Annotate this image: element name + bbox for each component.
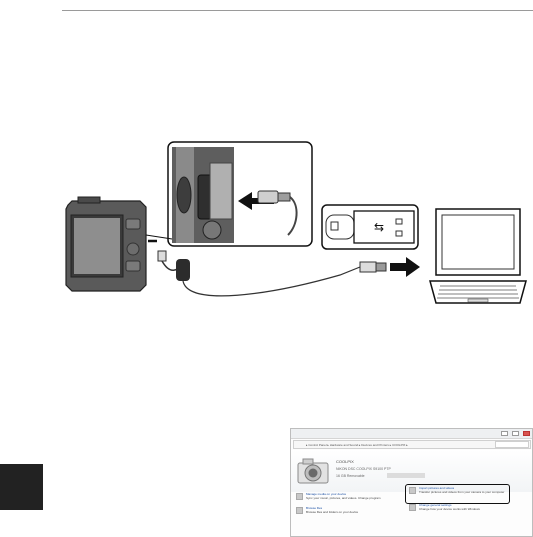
usb-symbol-icon: ⇆ [374, 220, 384, 234]
task-change-settings[interactable]: Change general settings Change how your … [419, 503, 480, 511]
camera-icon [65, 196, 147, 292]
section-tab [0, 464, 43, 510]
import-pictures-highlight [405, 484, 510, 504]
device-header [291, 450, 532, 492]
device-name: COOLPIX [336, 459, 354, 464]
camera-port-closeup [167, 141, 313, 247]
usb-cable [145, 234, 420, 297]
task-manage-media[interactable]: Manage media on your device Sync your mu… [306, 492, 381, 500]
camera-to-computer-connection-illustration: ⇆ [65, 141, 420, 297]
windows-devices-dialog: ▸ Control Panel ▸ Hardware and Sound ▸ D… [290, 428, 533, 537]
header-rule [62, 10, 533, 11]
close-button[interactable] [523, 431, 530, 436]
search-input[interactable] [495, 441, 529, 448]
device-storage: 16 GB Removable [336, 474, 365, 478]
dialog-titlebar [291, 429, 532, 439]
task-browse-files[interactable]: Browse files Browse files and folders on… [306, 506, 359, 514]
task-import-pictures[interactable]: Import pictures and videos Transfer pict… [419, 486, 505, 494]
minimize-button[interactable] [501, 431, 508, 436]
maximize-button[interactable] [512, 431, 519, 436]
media-icon [296, 493, 303, 500]
laptop-icon [429, 208, 527, 304]
device-model: NIKON DSC COOLPIX S9100 PTP [336, 467, 391, 471]
storage-bar [387, 473, 425, 478]
folder-icon [296, 507, 303, 514]
camera-icon [297, 458, 329, 484]
address-bar[interactable]: ▸ Control Panel ▸ Hardware and Sound ▸ D… [293, 440, 531, 449]
settings-icon [409, 504, 416, 511]
usb-connector-closeup: ⇆ [321, 204, 419, 250]
import-icon [409, 487, 416, 494]
window-controls [501, 431, 530, 436]
